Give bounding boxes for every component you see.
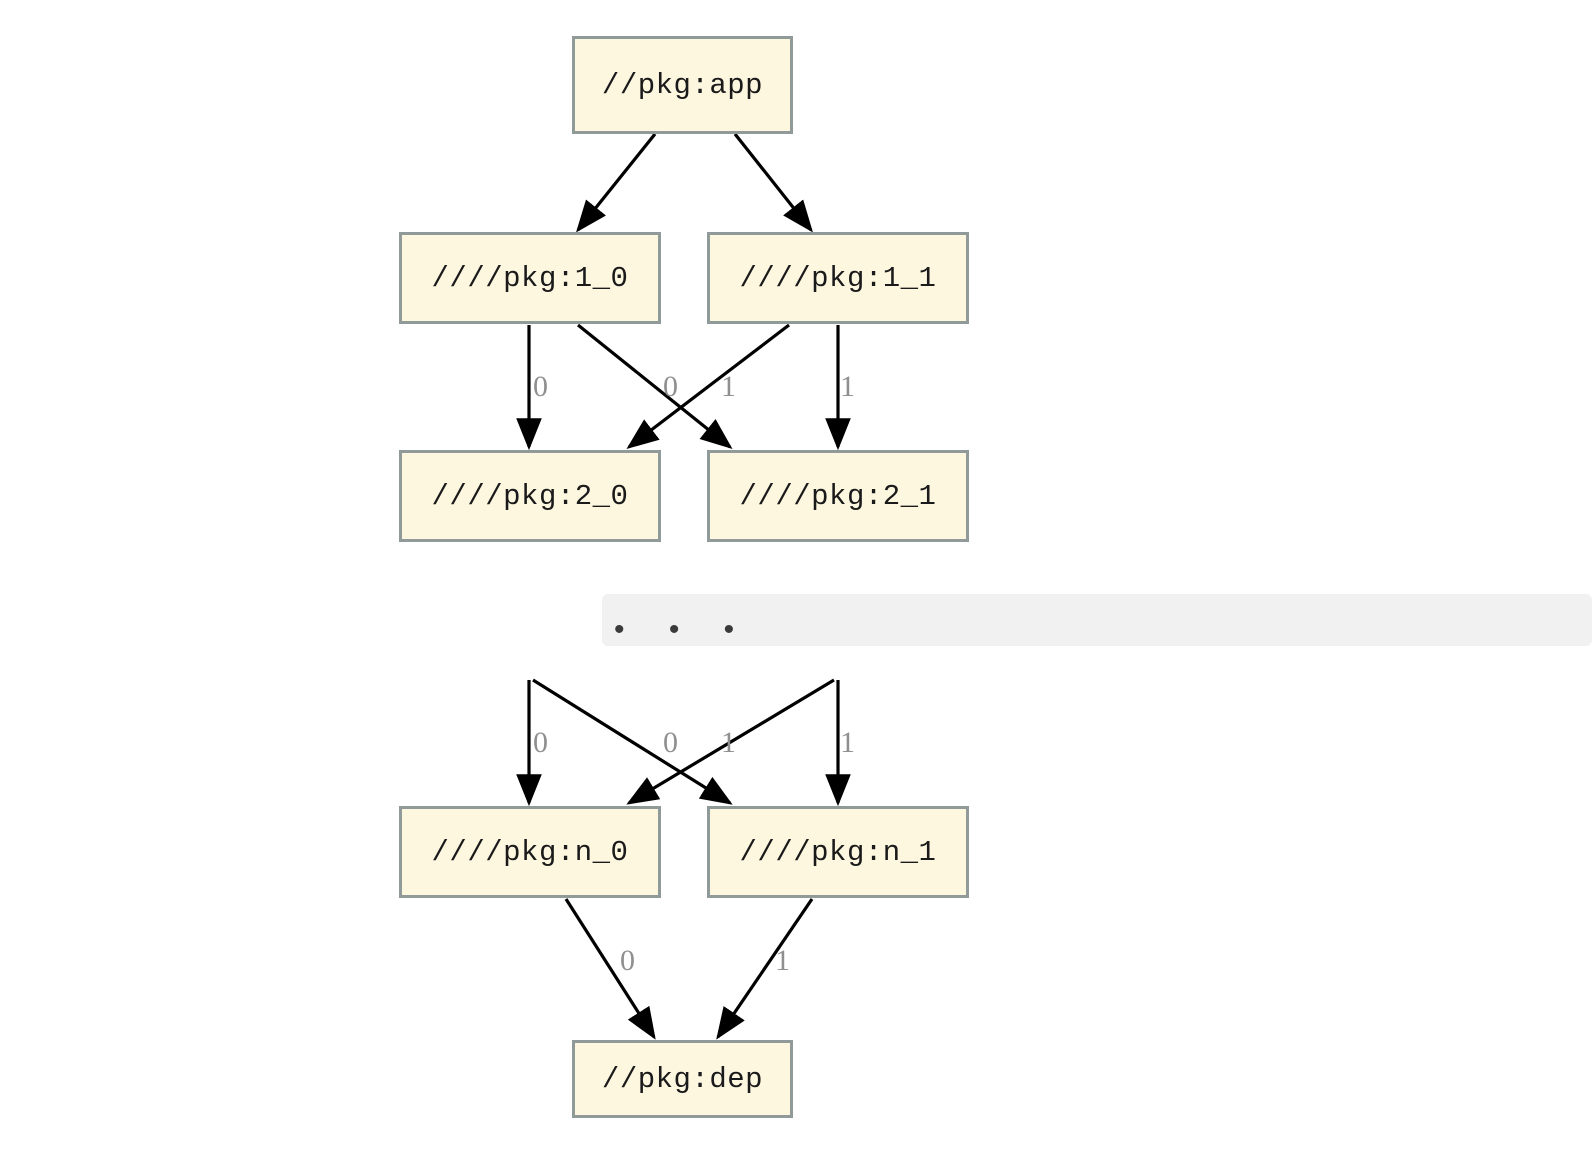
graph-node-nn_0[interactable]: ////pkg:n_0 [399, 806, 661, 898]
edge-label: 1 [721, 726, 736, 759]
graph-node-label: ////pkg:n_0 [431, 835, 629, 869]
graph-node-app[interactable]: //pkg:app [572, 36, 793, 134]
graph-node-n1_0[interactable]: ////pkg:1_0 [399, 232, 661, 324]
edge-label: 0 [533, 726, 548, 759]
edge-line-group [516, 132, 851, 1040]
graph-edge [626, 323, 790, 449]
graph-node-label: ////pkg:n_1 [739, 835, 937, 869]
edge-label: 1 [840, 726, 855, 759]
graph-edge [626, 678, 835, 805]
graph-edge [733, 133, 813, 233]
edge-label: 1 [721, 370, 736, 403]
graph-node-n1_1[interactable]: ////pkg:1_1 [707, 232, 969, 324]
graph-edge [575, 132, 657, 233]
edge-label: 1 [840, 370, 855, 403]
edge-label: 1 [775, 944, 790, 977]
graph-edge [564, 898, 656, 1040]
ellipsis-separator-band: • • • [602, 594, 1592, 646]
graph-edge [532, 678, 733, 805]
graph-node-n2_0[interactable]: ////pkg:2_0 [399, 450, 661, 542]
graph-node-label: ////pkg:1_1 [739, 261, 937, 295]
graph-node-dep[interactable]: //pkg:dep [572, 1040, 793, 1118]
edge-label: 0 [663, 726, 678, 759]
graph-node-label: //pkg:app [601, 68, 764, 102]
graph-edge [716, 898, 814, 1040]
edge-label: 0 [663, 370, 678, 403]
graph-node-nn_1[interactable]: ////pkg:n_1 [707, 806, 969, 898]
ellipsis-dots: • • • [614, 613, 753, 646]
graph-edge [576, 323, 733, 450]
graph-node-label: //pkg:dep [601, 1062, 764, 1096]
edge-label: 0 [620, 944, 635, 977]
graph-node-n2_1[interactable]: ////pkg:2_1 [707, 450, 969, 542]
graph-node-label: ////pkg:2_1 [739, 479, 937, 513]
graph-node-label: ////pkg:2_0 [431, 479, 629, 513]
graph-node-label: ////pkg:1_0 [431, 261, 629, 295]
edge-label: 0 [533, 370, 548, 403]
